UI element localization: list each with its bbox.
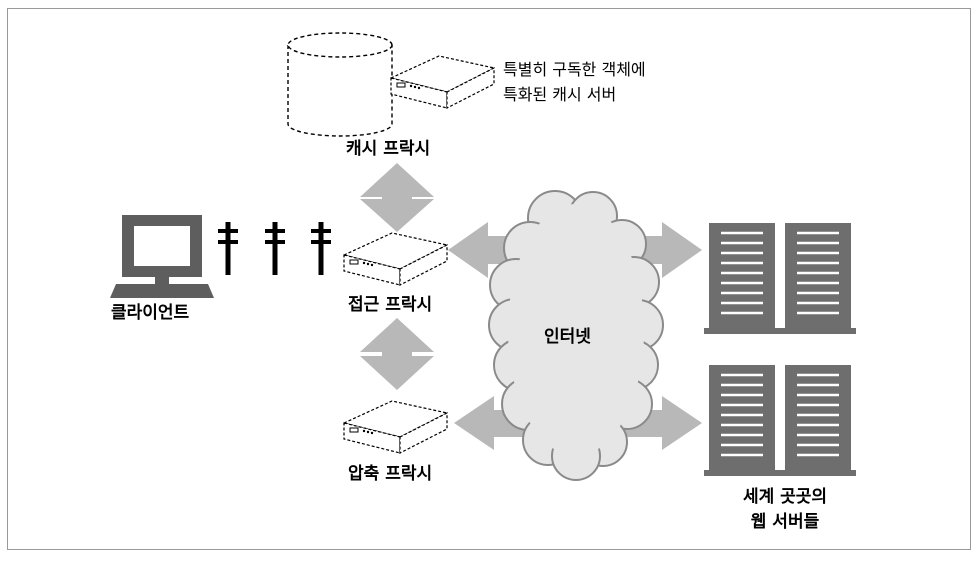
internet-cloud — [488, 190, 664, 481]
web-server-icon — [778, 221, 858, 336]
connector-plug-icon — [218, 222, 238, 275]
compression-proxy-box — [343, 400, 448, 454]
cache-note-line1: 특별히 구독한 객체에 — [503, 60, 646, 79]
compression-proxy-label: 압축 프락시 — [348, 464, 433, 484]
cache-note-line2: 특화된 캐시 서버 — [503, 85, 617, 104]
client-label: 클라이언트 — [111, 303, 190, 323]
access-compression-double-arrow — [360, 318, 434, 390]
cache-proxy-label: 캐시 프락시 — [346, 139, 431, 159]
web-servers-label-line2: 웹 서버들 — [750, 512, 820, 532]
internet-label: 인터넷 — [544, 327, 591, 347]
web-server-icon — [702, 221, 782, 336]
client-computer-icon — [110, 215, 214, 298]
access-proxy-box — [343, 232, 448, 286]
web-servers-label-line1: 세계 곳곳의 — [742, 487, 828, 507]
cache-access-double-arrow — [360, 163, 434, 232]
diagram-frame — [7, 8, 971, 550]
web-server-icon — [702, 363, 782, 478]
cache-storage-cylinder — [287, 32, 393, 137]
connector-plug-icon — [265, 222, 285, 275]
web-server-icon — [778, 363, 858, 478]
access-proxy-label: 접근 프락시 — [348, 295, 433, 315]
special-cache-server-box — [390, 55, 495, 109]
connector-plug-icon — [311, 222, 331, 275]
